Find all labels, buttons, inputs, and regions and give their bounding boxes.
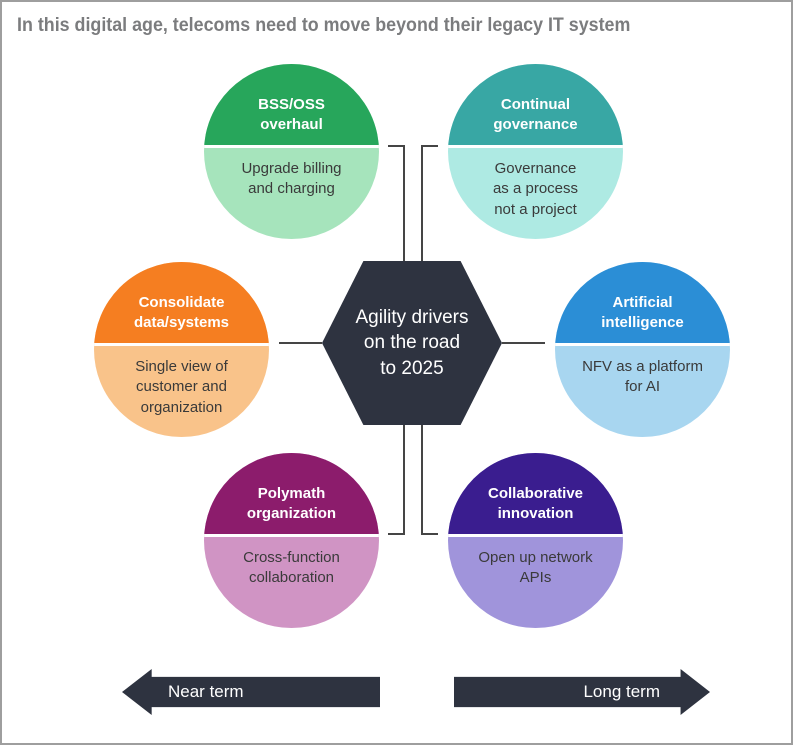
circle-bottom-half: Governance as a process not a project	[448, 148, 623, 239]
connector-top-left-horizontal	[388, 145, 405, 147]
driver-circle-bss-oss-overhaul: BSS/OSS overhaul Upgrade billing and cha…	[204, 64, 379, 239]
connector-top-left-vertical	[403, 145, 405, 261]
connector-bottom-right-vertical	[421, 425, 423, 535]
connector-top-right-vertical	[421, 145, 423, 261]
circle-top-half: Continual governance	[448, 64, 623, 146]
circle-divider	[448, 534, 623, 538]
circle-bottom-half: Upgrade billing and charging	[204, 148, 379, 239]
driver-circle-polymath-organization: Polymath organization Cross-function col…	[204, 453, 379, 628]
long-term-label: Long term	[583, 682, 660, 701]
driver-title: Consolidate data/systems	[133, 293, 230, 331]
driver-circle-artificial-intelligence: Artificial intelligence NFV as a platfor…	[555, 262, 730, 437]
circle-top-half: Consolidate data/systems	[94, 262, 269, 344]
driver-title: Artificial intelligence	[601, 293, 684, 331]
center-hexagon-label: Agility drivers on the road to 2025	[355, 306, 469, 379]
connector-right-horizontal	[502, 342, 545, 344]
driver-circle-consolidate-data-systems: Consolidate data/systems Single view of …	[94, 262, 269, 437]
near-term-arrow: Near term	[122, 669, 380, 715]
circle-divider	[448, 145, 623, 149]
circle-bottom-half: NFV as a platform for AI	[555, 346, 730, 437]
driver-description: Open up network APIs	[478, 549, 593, 587]
circle-divider	[204, 534, 379, 538]
circle-bottom-half: Open up network APIs	[448, 537, 623, 628]
center-hexagon: Agility drivers on the road to 2025	[322, 261, 502, 425]
circle-top-half: Polymath organization	[204, 453, 379, 535]
driver-description: NFV as a platform for AI	[582, 358, 703, 396]
driver-circle-continual-governance: Continual governance Governance as a pro…	[448, 64, 623, 239]
driver-title: BSS/OSS overhaul	[258, 95, 325, 133]
connector-top-right-horizontal	[421, 145, 438, 147]
driver-circle-collaborative-innovation: Collaborative innovation Open up network…	[448, 453, 623, 628]
page-title: In this digital age, telecoms need to mo…	[17, 15, 631, 36]
circle-top-half: Artificial intelligence	[555, 262, 730, 344]
connector-bottom-left-horizontal	[388, 533, 405, 535]
driver-description: Single view of customer and organization	[135, 358, 228, 416]
driver-description: Governance as a process not a project	[492, 160, 579, 218]
driver-description: Cross-function collaboration	[243, 549, 340, 587]
driver-title: Continual governance	[493, 95, 578, 133]
driver-title: Collaborative innovation	[487, 484, 584, 522]
circle-bottom-half: Single view of customer and organization	[94, 346, 269, 437]
circle-bottom-half: Cross-function collaboration	[204, 537, 379, 628]
near-term-label: Near term	[168, 682, 244, 701]
circle-divider	[555, 343, 730, 347]
connector-left-horizontal	[279, 342, 322, 344]
connector-bottom-right-horizontal	[421, 533, 438, 535]
circle-top-half: Collaborative innovation	[448, 453, 623, 535]
long-term-arrow: Long term	[454, 669, 710, 715]
driver-title: Polymath organization	[246, 484, 337, 522]
circle-divider	[94, 343, 269, 347]
circle-divider	[204, 145, 379, 149]
circle-top-half: BSS/OSS overhaul	[204, 64, 379, 146]
driver-description: Upgrade billing and charging	[241, 160, 342, 198]
connector-bottom-left-vertical	[403, 425, 405, 535]
